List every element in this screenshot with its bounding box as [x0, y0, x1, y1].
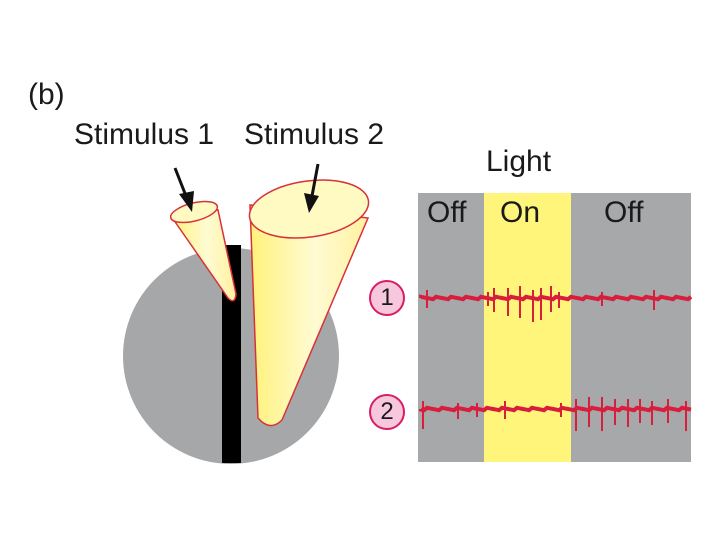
light-on-period [484, 193, 571, 462]
phase-off-left-label: Off [427, 196, 466, 230]
trace-1-baseline [421, 297, 691, 299]
stimulus-2-label: Stimulus 2 [244, 118, 384, 152]
trace-2-baseline [421, 408, 691, 410]
light-label: Light [486, 145, 551, 179]
trace-2-number: 2 [370, 398, 404, 426]
panel-label: (b) [28, 78, 65, 112]
trace-1-number: 1 [370, 284, 404, 312]
phase-off-right-label: Off [604, 196, 643, 230]
stimulus-1-label: Stimulus 1 [74, 118, 214, 152]
phase-on-label: On [500, 196, 540, 230]
